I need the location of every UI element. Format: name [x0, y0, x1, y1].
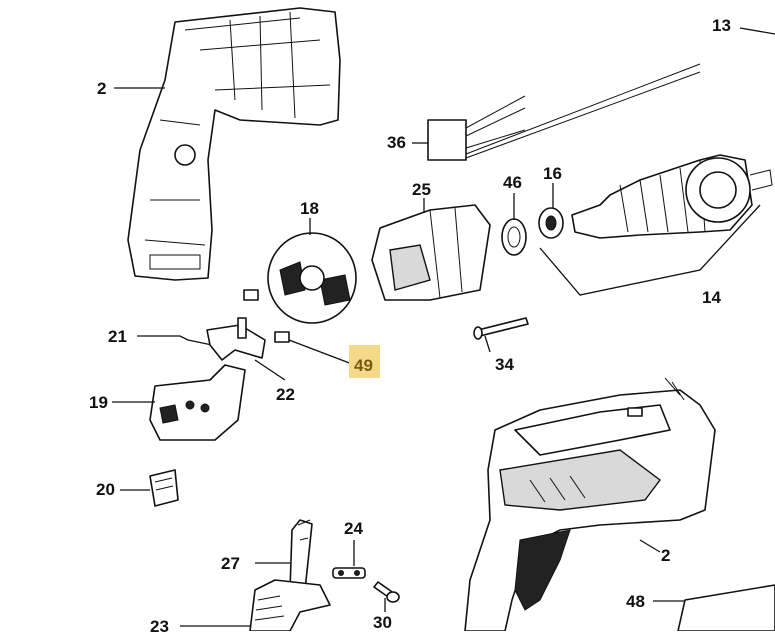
field-stator — [371, 204, 491, 301]
callout-16[interactable]: 16 — [543, 164, 562, 183]
callout-25[interactable]: 25 — [412, 180, 431, 199]
callout-48[interactable]: 48 — [626, 592, 645, 611]
housing-half-right — [464, 377, 716, 631]
strain-relief-23 — [180, 579, 331, 631]
cord-27 — [255, 519, 313, 591]
armature-14 — [539, 154, 773, 296]
callout-2-top[interactable]: 2 — [97, 79, 107, 98]
callout-2-bottom[interactable]: 2 — [661, 546, 671, 565]
callout-27[interactable]: 27 — [221, 554, 240, 573]
callout-22[interactable]: 22 — [276, 385, 295, 404]
switch-19 — [112, 364, 246, 441]
callout-30[interactable]: 30 — [373, 613, 392, 632]
part-36 — [427, 63, 701, 161]
brush-holder-18 — [267, 232, 357, 324]
callout-13[interactable]: 13 — [712, 16, 731, 35]
brush-block-left — [243, 289, 259, 301]
callout-18[interactable]: 18 — [300, 199, 319, 218]
callout-36[interactable]: 36 — [387, 133, 406, 152]
callout-24[interactable]: 24 — [344, 519, 363, 538]
capacitor-20 — [120, 469, 179, 507]
spring-21 — [137, 335, 213, 346]
callout-19[interactable]: 19 — [89, 393, 108, 412]
callout-23[interactable]: 23 — [150, 617, 169, 636]
bearing-16 — [538, 207, 564, 239]
callout-49-highlighted[interactable]: 49 — [349, 345, 380, 378]
screw-34 — [473, 317, 529, 353]
callout-20[interactable]: 20 — [96, 480, 115, 499]
clamp-24 — [332, 540, 366, 579]
label-plate-48 — [677, 584, 775, 631]
callout-46[interactable]: 46 — [503, 173, 522, 192]
washer-46 — [501, 218, 527, 256]
screw-30 — [373, 581, 400, 612]
switch-lever-22 — [206, 317, 286, 381]
housing-half-left — [127, 7, 341, 281]
callout-14[interactable]: 14 — [702, 288, 721, 307]
callout-34[interactable]: 34 — [495, 355, 514, 374]
brush-block-49 — [274, 331, 290, 343]
callout-21[interactable]: 21 — [108, 327, 127, 346]
